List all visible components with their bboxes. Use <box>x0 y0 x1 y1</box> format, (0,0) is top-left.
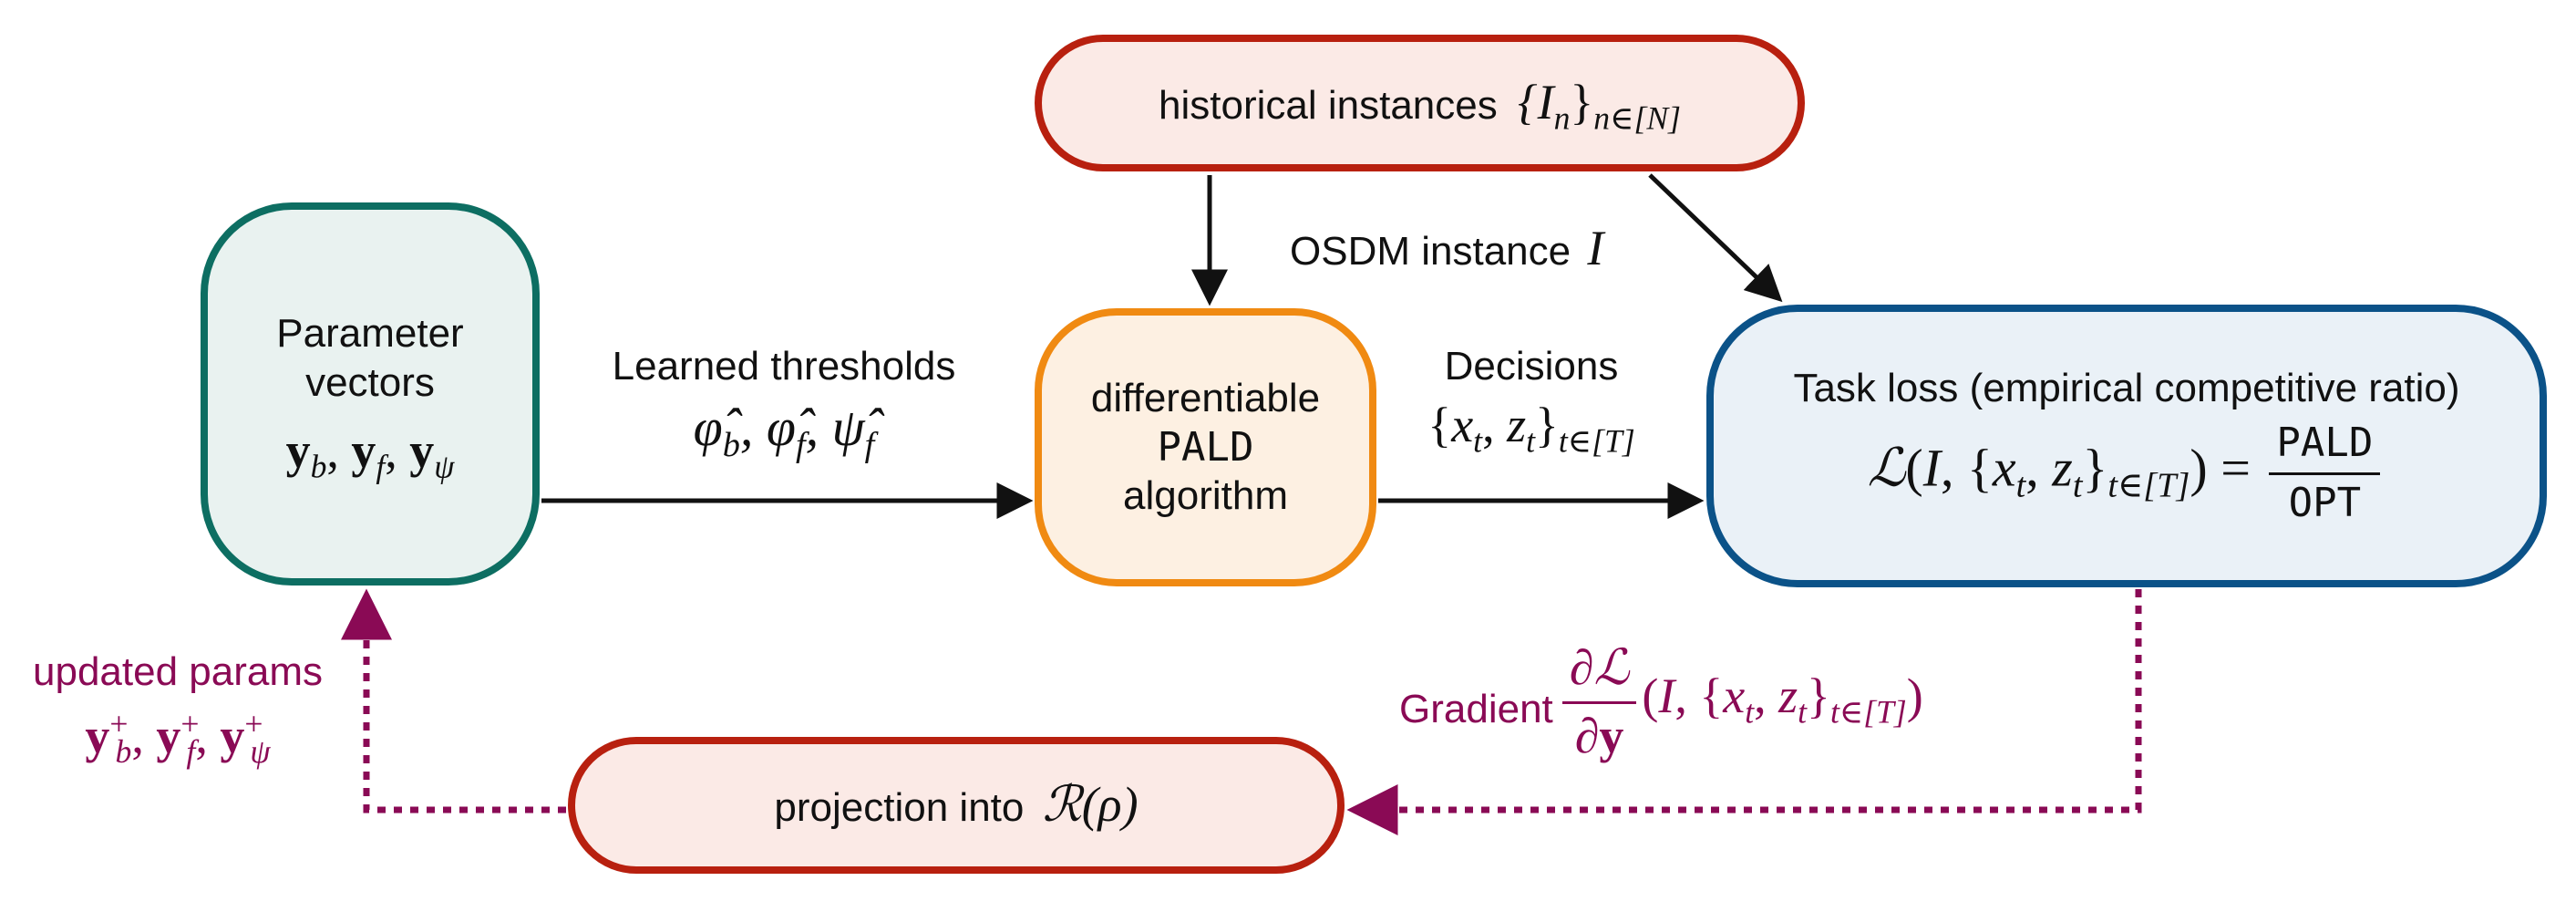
updated-sub-f: f <box>186 733 196 771</box>
threshold-psi-f: ψ̂ <box>831 397 865 457</box>
param-vec-b: y <box>285 422 311 478</box>
gradient-sub-x: t <box>1745 693 1755 731</box>
decisions-index-subscript: t∈[T] <box>1558 422 1635 460</box>
historical-instances-node: historical instances {In}n∈[N] <box>1035 35 1805 171</box>
historical-instances-label: historical instances <box>1159 83 1498 129</box>
parameter-vectors-math: yb, yf, yψ <box>285 422 455 485</box>
threshold-sub-psi-f: f <box>864 425 875 464</box>
task-loss-formula: ℒ(I, {xt, zt}t∈[T]) = PALD OPT <box>1868 419 2386 528</box>
parameter-vectors-line1: Parameter <box>276 311 464 357</box>
loss-numerator: PALD <box>2276 419 2374 466</box>
decisions-math: {xt, zt}t∈[T] <box>1427 397 1635 460</box>
loss-fraction: PALD OPT <box>2269 419 2381 528</box>
loss-index-subscript: t∈[T] <box>2107 466 2190 505</box>
updated-sub-psi: ψ <box>250 733 271 771</box>
historical-instance-subscript: n <box>1553 99 1571 137</box>
gradient-numerator: ∂ℒ <box>1569 640 1630 695</box>
gradient-var-x: x <box>1723 668 1746 724</box>
loss-var-i: I <box>1922 438 1942 498</box>
updated-vec-psi: y <box>220 708 245 763</box>
historical-instances-text: historical instances {In}n∈[N] <box>1159 73 1681 134</box>
threshold-sub-b: b <box>722 425 740 464</box>
arrow-historical-to-loss <box>1648 173 1783 303</box>
pald-line1: differentiable <box>1090 375 1321 420</box>
decisions-sub-x: t <box>1473 422 1483 460</box>
decisions-var-z: z <box>1507 397 1527 452</box>
loss-fraction-bar <box>2269 472 2381 476</box>
projection-math: ℛ(ρ) <box>1042 777 1139 833</box>
loss-var-z: z <box>2052 438 2073 498</box>
gradient-fraction: ∂ℒ ∂y <box>1561 638 1637 764</box>
gradient-index-subscript: t∈[T] <box>1829 693 1907 731</box>
threshold-phi-b: φ̂ <box>693 397 723 457</box>
osdm-instance-label: OSDM instance I <box>1290 219 1603 279</box>
projection-node: projection into ℛ(ρ) <box>568 737 1345 874</box>
gradient-fraction-bar <box>1561 701 1637 704</box>
gradient-text: Gradient <box>1399 686 1553 731</box>
gradient-sub-z: t <box>1798 693 1808 731</box>
parameter-vectors-line2: vectors <box>305 360 435 405</box>
updated-sup-psi: + <box>244 705 263 742</box>
param-vec-psi: y <box>409 422 435 478</box>
osdm-var: I <box>1587 221 1604 275</box>
param-vec-f: y <box>351 422 376 478</box>
gradient-label: Gradient ∂ℒ ∂y (I, {xt, zt}t∈[T]) <box>1399 638 1923 764</box>
param-sub-b: b <box>310 448 327 485</box>
historical-set-var: {I <box>1517 75 1554 130</box>
gradient-denominator: ∂y <box>1574 709 1624 763</box>
learned-thresholds-text: Learned thresholds <box>612 344 956 389</box>
osdm-label-text: OSDM instance <box>1290 229 1571 274</box>
pald-line2: PALD <box>1157 423 1254 471</box>
updated-params-text: updated params <box>33 649 323 694</box>
loss-sub-x: t <box>2015 466 2026 505</box>
learned-thresholds-math: φ̂b, φ̂f, ψ̂f <box>693 397 875 464</box>
gradient-var-z: z <box>1778 668 1798 724</box>
decisions-var-x: x <box>1451 397 1474 452</box>
task-loss-node: Task loss (empirical competitive ratio) … <box>1706 305 2547 587</box>
updated-sup-b: + <box>109 705 129 742</box>
updated-vec-b: y <box>85 708 110 763</box>
decisions-text: Decisions <box>1444 344 1619 389</box>
projection-label: projection into <box>774 785 1025 831</box>
decisions-label: Decisions {xt, zt}t∈[T] <box>1395 342 1668 460</box>
decisions-sub-z: t <box>1526 422 1535 460</box>
param-sub-psi: ψ <box>434 448 455 485</box>
loss-denominator: OPT <box>2288 480 2362 527</box>
gradient-var-i: I <box>1658 668 1675 724</box>
historical-set-subscript: n∈[N] <box>1593 99 1681 137</box>
arrow-projection-to-params <box>341 588 566 814</box>
pald-line3: algorithm <box>1123 473 1288 519</box>
updated-vec-f: y <box>156 708 181 763</box>
updated-params-label: updated params y+b, y+f, y+ψ <box>27 648 328 771</box>
threshold-sub-f: f <box>796 425 806 464</box>
task-loss-title: Task loss (empirical competitive ratio) <box>1793 365 2460 410</box>
updated-params-math: y+b, y+f, y+ψ <box>85 705 271 771</box>
arrow-gradient-feedback <box>1346 589 2142 835</box>
historical-set-close-brace: } <box>1570 75 1594 130</box>
loss-var-x: x <box>1992 438 2016 498</box>
pald-algorithm-node: differentiable PALD algorithm <box>1035 308 1376 586</box>
threshold-phi-f: φ̂ <box>766 397 796 457</box>
updated-sub-b: b <box>115 733 132 771</box>
gradient-math: ∂ℒ ∂y (I, {xt, zt}t∈[T]) <box>1557 640 1923 763</box>
loss-sub-z: t <box>2072 466 2083 505</box>
param-sub-f: f <box>376 448 386 485</box>
learned-thresholds-label: Learned thresholds φ̂b, φ̂f, ψ̂f <box>592 342 975 464</box>
historical-instances-math: {In}n∈[N] <box>1517 75 1681 134</box>
projection-text: projection into ℛ(ρ) <box>774 775 1138 835</box>
parameter-vectors-node: Parameter vectors yb, yf, yψ <box>201 202 540 586</box>
loss-symbol: ℒ <box>1867 438 1906 498</box>
